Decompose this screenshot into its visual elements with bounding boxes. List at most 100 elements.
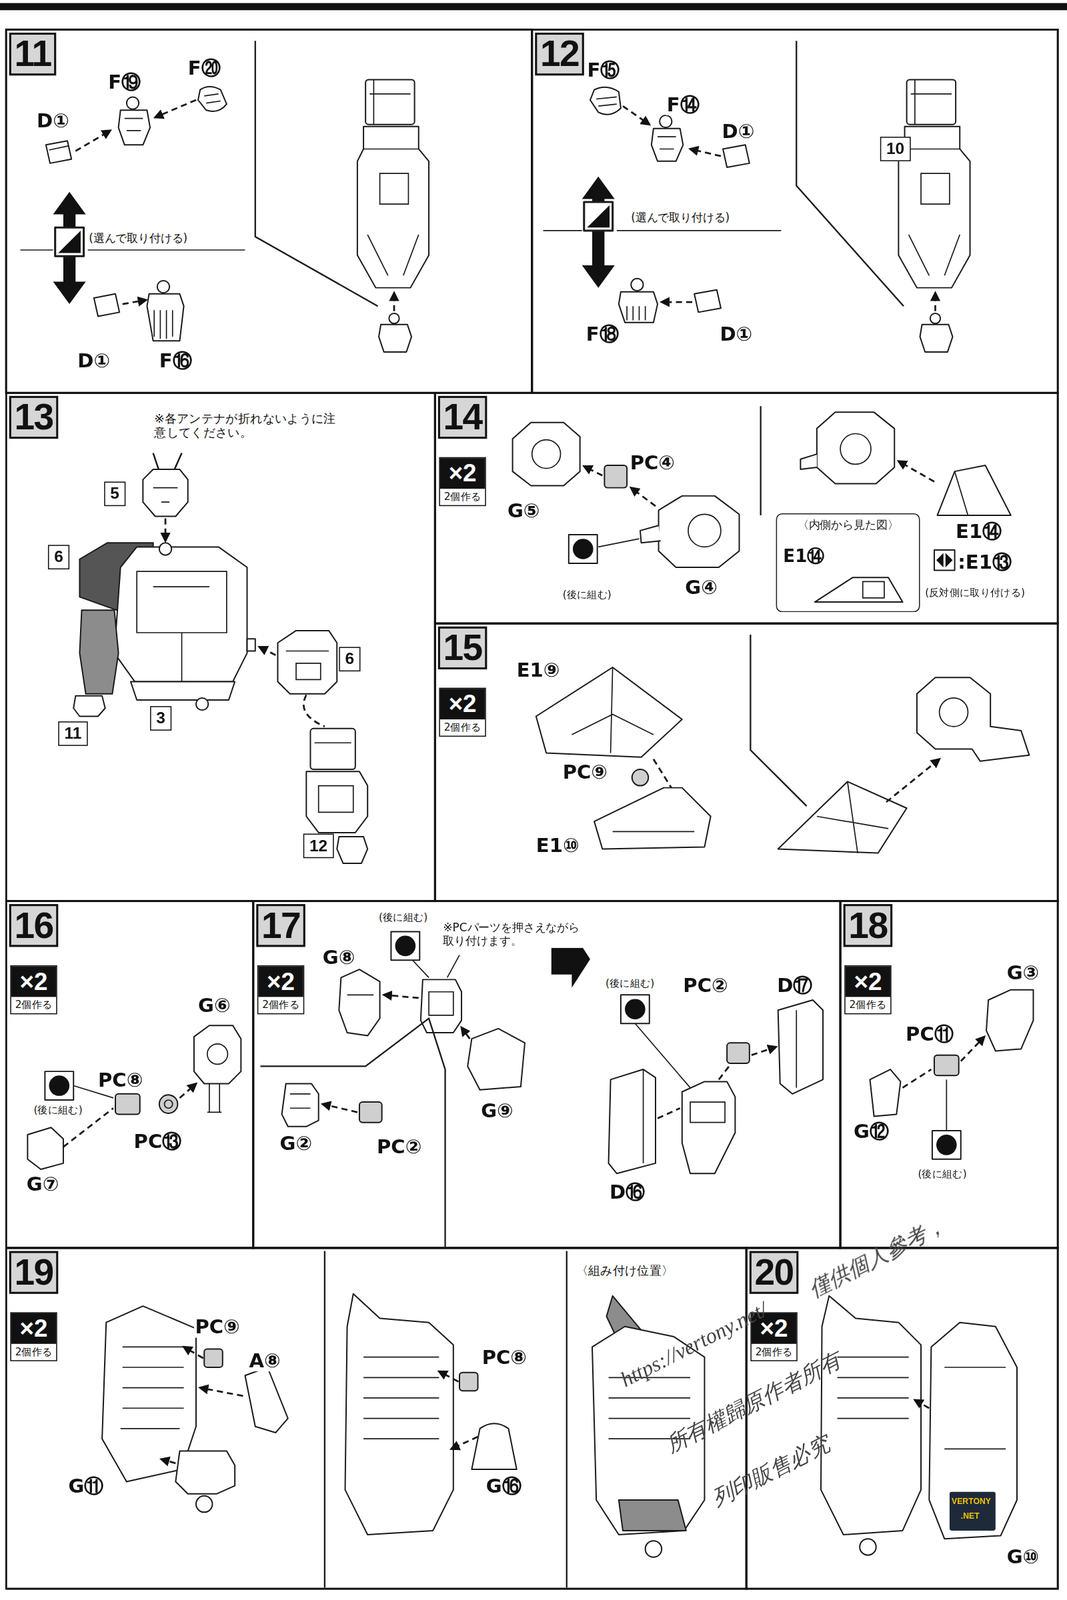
step14-drawing — [630, 488, 656, 507]
step19-drawing — [204, 1349, 223, 1368]
later-assembly-icon — [44, 1071, 74, 1101]
step-number: 11 — [9, 32, 57, 76]
step-number: 12 — [534, 32, 585, 76]
step13-drawing — [286, 651, 329, 681]
step17-drawing — [322, 1104, 358, 1113]
step19-drawing — [244, 1367, 288, 1434]
step15-drawing — [536, 634, 1030, 854]
part-ref-box: 3 — [150, 706, 172, 731]
step14-drawing — [760, 406, 762, 516]
part-ref-box: 6 — [48, 544, 70, 570]
step-number: 20 — [749, 1251, 799, 1295]
part-label: G③ — [1005, 962, 1041, 984]
later-assembly-icon — [932, 1131, 961, 1160]
later-assembly-icon — [936, 1135, 957, 1156]
step15-drawing — [571, 667, 653, 754]
step11-drawing — [357, 126, 429, 289]
step19-drawing — [324, 1251, 567, 1589]
part-label: F⑭ — [665, 94, 701, 116]
step19-drawing — [451, 1437, 479, 1450]
ref-number: 12 — [304, 834, 333, 858]
step13-drawing — [130, 681, 235, 701]
step12-drawing — [543, 40, 971, 353]
step17-drawing — [751, 1046, 777, 1055]
part-label: PC⑨ — [561, 761, 609, 783]
later-assembly-icon — [932, 1131, 961, 1160]
step12-drawing — [622, 106, 650, 125]
step14-drawing — [816, 412, 895, 484]
quantity-note: 2個作る — [751, 1344, 797, 1361]
step12-drawing — [630, 278, 643, 291]
part-label: D① — [718, 323, 754, 345]
ref-number: 5 — [105, 482, 125, 506]
step17-drawing — [384, 994, 419, 999]
quantity-note: 2個作る — [440, 488, 485, 505]
inset-caption: 〈内側から見た図〉 — [776, 514, 919, 533]
step-panel: 11 — [5, 28, 534, 395]
step12-drawing — [796, 40, 904, 307]
step12-drawing — [722, 144, 750, 168]
part-label: F⑱ — [584, 323, 620, 345]
quantity-note: 2個作る — [440, 719, 485, 736]
step14-drawing — [814, 577, 903, 603]
step19-drawing — [200, 1388, 243, 1397]
step19-drawing — [438, 1371, 459, 1382]
step14-drawing — [840, 434, 871, 465]
step20-drawing — [837, 1357, 909, 1420]
step11-drawing — [75, 130, 111, 152]
part-label: PC⑪ — [904, 1023, 955, 1045]
step12-drawing — [694, 290, 721, 313]
top-rule — [0, 3, 1067, 11]
quantity: ×2 — [440, 458, 485, 489]
later-assembly-icon — [620, 994, 650, 1024]
part-label: F⑳ — [186, 57, 222, 79]
step17-drawing — [682, 1081, 736, 1174]
later-assembly-icon — [390, 931, 420, 961]
part-label: G⑧ — [321, 946, 357, 969]
later-assembly-icon — [48, 1075, 70, 1097]
step13-drawing — [318, 786, 354, 813]
part-ref-box: 6 — [338, 646, 361, 672]
quantity: ×2 — [440, 688, 485, 720]
step11-drawing — [20, 249, 246, 251]
mirror-icon — [934, 550, 955, 571]
part-label: PC⑨ — [194, 1316, 241, 1338]
step17-drawing — [260, 930, 823, 1248]
step17-drawing — [420, 979, 462, 1033]
step16-drawing — [27, 1127, 64, 1170]
step13-drawing — [73, 453, 368, 864]
step12-drawing — [596, 96, 617, 107]
step16-drawing — [179, 1083, 196, 1098]
step11-drawing — [378, 324, 412, 353]
part-label: G⑪ — [67, 1475, 105, 1498]
step15-drawing — [594, 788, 711, 850]
step15-drawing — [816, 781, 889, 853]
step14-drawing — [937, 465, 1011, 516]
step16-drawing — [194, 1025, 241, 1084]
step16-drawing — [207, 1083, 222, 1113]
ref-number: 6 — [48, 546, 69, 569]
step19-drawing — [184, 1347, 204, 1359]
step14-drawing — [512, 422, 581, 487]
part-label: G⑥ — [197, 994, 233, 1017]
step17-drawing — [718, 1066, 729, 1080]
quantity-note: 2個作る — [11, 1344, 57, 1361]
part-label: :E1⑬ — [956, 551, 1013, 573]
part-label: PC⑬ — [132, 1131, 183, 1153]
step15-drawing — [632, 769, 649, 786]
step19-drawing — [102, 1251, 705, 1589]
part-label: G② — [278, 1133, 314, 1155]
later-assembly-icon — [568, 534, 598, 564]
later-assembly-icon — [44, 1071, 74, 1101]
step17-drawing — [338, 969, 380, 1036]
step-number: 15 — [438, 626, 488, 670]
step17-drawing — [428, 992, 454, 1016]
logo-text: VERTONY — [951, 1498, 991, 1507]
step17-drawing — [260, 1018, 445, 1248]
part-ref-box: 5 — [104, 481, 126, 507]
step14-drawing — [658, 496, 740, 568]
step12-drawing — [920, 324, 953, 353]
step13-drawing — [159, 542, 172, 555]
part-label: G⑫ — [852, 1121, 890, 1143]
part-label: G⑩ — [1005, 1546, 1041, 1568]
